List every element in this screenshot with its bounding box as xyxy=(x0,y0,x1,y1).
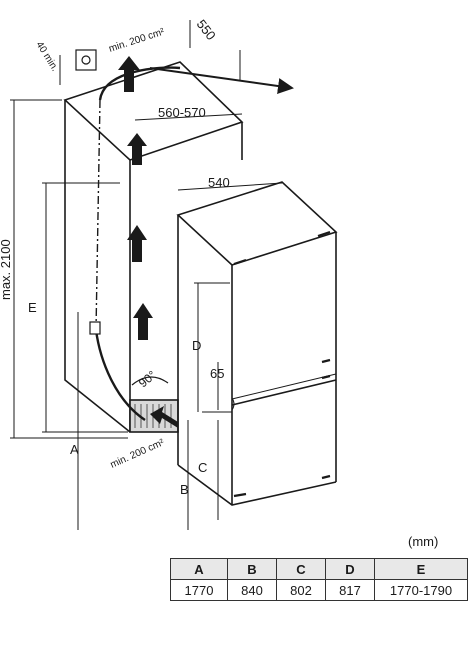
label-niche-width: 560-570 xyxy=(158,105,206,120)
installation-diagram: 40 min. min. 200 cm² 550 560-570 540 max… xyxy=(0,17,338,530)
table-row: 1770 840 802 817 1770-1790 xyxy=(170,579,468,601)
label-40min: 40 min. xyxy=(33,40,60,74)
value-cell: 817 xyxy=(325,579,375,601)
airflow-arrows xyxy=(118,56,153,340)
value-cell: 1770-1790 xyxy=(374,579,468,601)
label-D: D xyxy=(192,338,201,353)
dimensions-table: A B C D E 1770 840 802 817 1770-1790 xyxy=(170,558,468,601)
unit-label: (mm) xyxy=(408,534,439,549)
label-vent-top: min. 200 cm² xyxy=(108,26,167,55)
label-max-height: max. 2100 xyxy=(0,239,13,300)
label-vent-bottom: min. 200 cm² xyxy=(109,437,167,471)
value-cell: 840 xyxy=(227,579,277,601)
label-appliance-width: 540 xyxy=(208,175,230,190)
appliance xyxy=(176,181,338,506)
header-cell: C xyxy=(276,558,326,580)
label-E: E xyxy=(28,300,37,315)
power-socket-icon xyxy=(75,49,97,71)
value-cell: 802 xyxy=(276,579,326,601)
angle-arc xyxy=(131,376,169,386)
vent-top-arrow xyxy=(149,67,294,94)
table-header-row: A B C D E xyxy=(170,558,468,580)
label-550: 550 xyxy=(194,17,219,43)
dimension-lines xyxy=(10,20,283,530)
label-A: A xyxy=(70,442,79,457)
label-C: C xyxy=(198,460,207,475)
header-cell: E xyxy=(374,558,468,580)
header-cell: D xyxy=(325,558,375,580)
header-cell: B xyxy=(227,558,277,580)
plug-icon xyxy=(89,321,101,335)
cable-dashed xyxy=(95,99,101,331)
header-cell: A xyxy=(170,558,228,580)
power-cable xyxy=(94,66,181,421)
label-angle: 90° xyxy=(136,368,159,391)
label-B: B xyxy=(180,482,189,497)
label-65: 65 xyxy=(210,366,224,381)
value-cell: 1770 xyxy=(170,579,228,601)
vent-bottom-arrow xyxy=(150,406,178,428)
